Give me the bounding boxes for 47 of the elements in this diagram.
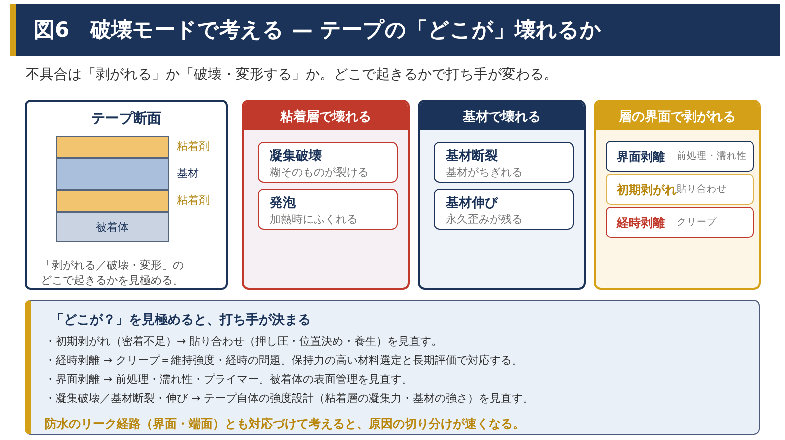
panel-heading: テープ断面: [90, 110, 162, 128]
layer-label: 被着体: [95, 220, 130, 235]
mode-name: 初期剥がれ: [617, 182, 677, 199]
layer-bar: [56, 190, 169, 212]
layer-label: 粘着剤: [177, 193, 210, 208]
mode-name: 発泡: [270, 195, 296, 212]
panel-text: 「剥がれる／破壊・変形」のどこで起きるかを見極める。: [41, 258, 185, 288]
bullet-item: ・凝集破壊／基材断裂・伸び → テープ自体の強度設計（粘着層の凝集力・基材の強さ）を見直す。: [45, 391, 534, 406]
mode-card: [258, 189, 398, 230]
mode-card: [606, 207, 754, 238]
mode-name: 基材断裂: [446, 148, 498, 165]
panel-heading: 層の界面で剥がれる: [618, 109, 737, 126]
bullet-item: ・初期剥がれ（密着不足）→ 貼り合わせ（押し圧・位置決め・養生）を見直す。: [45, 334, 443, 349]
category-panel: [418, 100, 586, 290]
layer-bar: [56, 158, 169, 190]
layer-label: 基材: [177, 166, 199, 181]
mode-card: [606, 174, 754, 205]
section-panel: [25, 100, 228, 290]
mode-card: [606, 141, 754, 172]
mode-description: 前処理・濡れ性: [677, 150, 747, 163]
mode-description: クリープ: [677, 216, 717, 229]
summary-conclusion: 防水のリーク経路（界面・端面）とも対応づけて考えると、原因の切り分けが速くなる。: [45, 416, 525, 433]
bullet-item: ・経時剥離 → クリープ＝維持強度・経時の問題。保持力の高い材料選定と長期評価で対応する。: [45, 353, 524, 368]
layer-label: 粘着剤: [177, 139, 210, 154]
summary-heading: 「どこが？」を見極めると、打ち手が決まる: [51, 312, 311, 329]
mode-card: [434, 142, 574, 183]
panel-heading: 粘着層で壊れる: [279, 108, 372, 126]
mode-card: [434, 189, 574, 230]
category-panel: [594, 100, 761, 290]
mode-description: 加熱時にふくれる: [270, 212, 358, 227]
mode-description: 永久歪みが残る: [446, 212, 523, 227]
mode-name: 界面剥離: [617, 149, 665, 166]
layer-bar: [56, 136, 169, 158]
title: 図6 破壊モードで考える — テープの「どこが」壊れるか: [34, 17, 602, 44]
mode-card: [258, 142, 398, 183]
panel-heading: 基材で壊れる: [462, 109, 542, 126]
bullet-item: ・界面剥離 → 前処理・濡れ性・プライマー。被着体の表面管理を見直す。: [45, 372, 414, 387]
layer-block: [56, 212, 169, 242]
mode-name: 経時剥離: [617, 215, 665, 232]
category-panel: [242, 100, 410, 290]
summary-box: [25, 300, 760, 435]
mode-description: 貼り合わせ: [677, 183, 727, 196]
mode-description: 糊そのものが裂ける: [270, 165, 369, 180]
subtitle: 不具合は「剥がれる」か「破壊・変形する」か。どこで起きるかで打ち手が変わる。: [26, 66, 558, 84]
mode-name: 基材伸び: [446, 195, 498, 212]
mode-name: 凝集破壊: [270, 148, 322, 165]
mode-description: 基材がちぎれる: [446, 165, 523, 180]
